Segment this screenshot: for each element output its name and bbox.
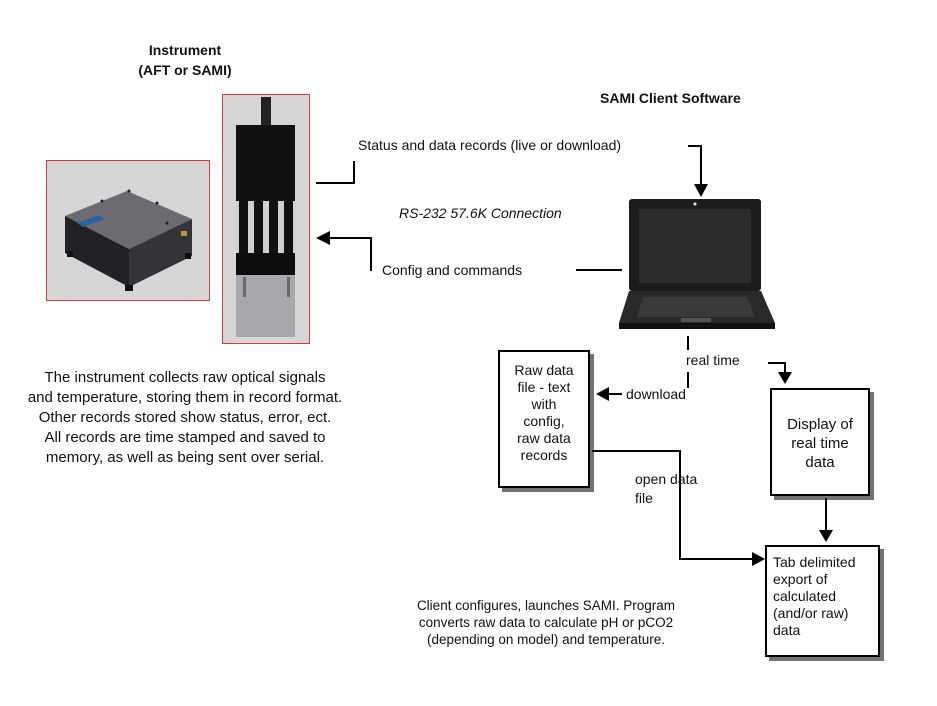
display-line: Display of: [787, 416, 853, 433]
raw-data-file-box: Raw data file - text with config, raw da…: [498, 350, 590, 488]
instrument-description: The instrument collects raw optical sign…: [0, 368, 370, 468]
display-line: real time: [791, 435, 849, 452]
status-records-label: Status and data records (live or downloa…: [358, 137, 622, 153]
raw-data-line: with: [531, 396, 557, 412]
export-line: Tab delimited: [773, 554, 856, 570]
realtime-line-vertical: [784, 362, 786, 374]
instrument-description-line: Other records stored show status, error,…: [38, 409, 332, 426]
instrument-box-image: [65, 189, 192, 291]
raw-data-line: file - text: [517, 379, 571, 395]
config-commands-label: Config and commands: [382, 262, 523, 278]
display-line: data: [805, 454, 835, 471]
config-arrow-head: [316, 231, 330, 245]
instrument-title-line1: Instrument: [148, 42, 222, 58]
download-line-vertical: [687, 372, 689, 388]
realtime-line-horizontal: [768, 362, 786, 364]
open-file-line-to-export: [679, 558, 753, 560]
export-line: export of: [773, 571, 828, 587]
display-to-export-line: [825, 498, 827, 532]
status-line-to-laptop: [688, 145, 702, 147]
export-line: data: [773, 622, 801, 638]
status-line-vertical: [353, 161, 355, 184]
config-line-top: [328, 237, 372, 239]
display-realtime-box: Display of real time data: [770, 388, 870, 496]
instrument-description-line: memory, as well as being sent over seria…: [45, 449, 325, 466]
open-data-file-line2: file: [635, 490, 653, 506]
connection-label: RS-232 57.6K Connection: [399, 205, 562, 221]
client-software-title: SAMI Client Software: [600, 90, 741, 106]
raw-data-line: config,: [523, 413, 565, 429]
instrument-description-line: and temperature, storing them in record …: [27, 389, 343, 406]
status-arrow-head: [694, 184, 708, 197]
client-description-line: (depending on model) and temperature.: [427, 632, 665, 647]
real-time-label: real time: [686, 352, 740, 368]
download-line-horizontal: [608, 393, 622, 395]
open-file-arrow-head: [752, 552, 765, 566]
realtime-arrow-head: [778, 372, 792, 384]
config-line-to-laptop: [576, 269, 622, 271]
client-description-line: converts raw data to calculate pH or pCO…: [418, 615, 674, 630]
laptop-down-line: [687, 336, 689, 350]
instrument-cylinder-image: [236, 97, 295, 337]
export-line: (and/or raw): [773, 605, 849, 621]
download-arrow-head: [596, 387, 609, 401]
open-file-line-horizontal: [592, 450, 680, 452]
instrument-box-photo: [46, 160, 210, 301]
instrument-title: Instrument (AFT or SAMI): [105, 40, 265, 80]
open-data-file-label: open data file: [635, 470, 697, 508]
instrument-title-line2: (AFT or SAMI): [138, 62, 232, 78]
status-arrow-shaft: [700, 145, 702, 187]
instrument-description-line: The instrument collects raw optical sign…: [44, 369, 326, 386]
client-description: Client configures, launches SAMI. Progra…: [360, 597, 732, 648]
raw-data-line: records: [520, 447, 568, 463]
instrument-description-line: All records are time stamped and saved t…: [44, 429, 326, 446]
export-box: Tab delimited export of calculated (and/…: [765, 545, 880, 657]
download-label: download: [626, 386, 686, 402]
laptop-icon: [617, 197, 780, 334]
raw-data-line: raw data: [517, 430, 571, 446]
status-line-horizontal: [316, 182, 354, 184]
export-line: calculated: [773, 588, 837, 604]
raw-data-line: Raw data: [514, 362, 574, 378]
instrument-cylinder-photo: [222, 94, 310, 344]
config-line-vertical: [370, 237, 372, 271]
open-data-file-line1: open data: [635, 471, 698, 487]
display-to-export-arrow-head: [819, 530, 833, 542]
client-description-line: Client configures, launches SAMI. Progra…: [416, 598, 676, 613]
open-file-line-vertical: [679, 450, 681, 560]
